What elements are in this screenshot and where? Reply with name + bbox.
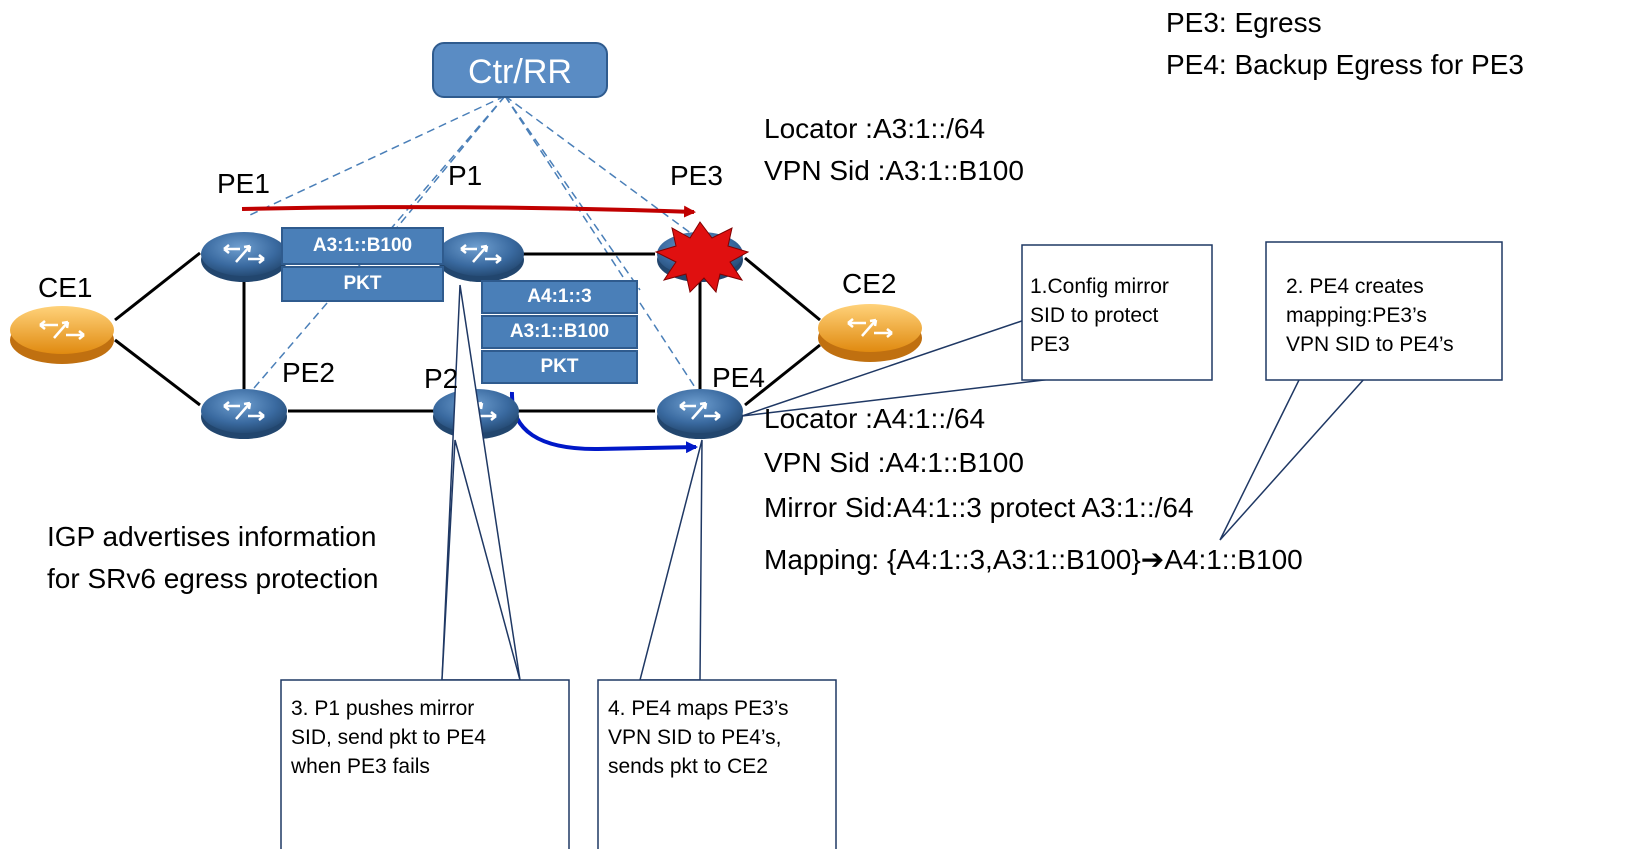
callout-2-line-1: 2. PE4 creates [1286,275,1424,298]
callout-3-line-2: SID, send pkt to PE4 [291,726,486,749]
packet-stack-1-sid: A3:1::B100 [281,227,444,265]
packet-stack-1-payload: PKT [281,266,444,302]
router-pe1-icon [201,232,287,282]
pe4-locator: Locator :A4:1::/64 [764,403,986,434]
primary-path-arrow [241,205,696,218]
router-pe4-icon [657,389,743,439]
link-ce1-pe1 [114,251,201,322]
callout-2-box [1265,241,1503,381]
rr-link-pe3 [504,95,701,241]
pe4-mirror-sid: Mirror Sid:A4:1::3 protect A3:1::/64 [764,492,1194,523]
callout-4-box [597,679,837,849]
callout-4-line-1: 4. PE4 maps PE3’s [608,697,789,720]
mapping-target: A4:1::B100 [1164,544,1303,575]
router-pe2-icon [201,389,287,439]
callout-4-line-3: sends pkt to CE2 [608,755,768,778]
callout-1-line-3: PE3 [1030,333,1070,356]
links [114,251,821,413]
router-p1-icon [438,232,524,282]
callout-1-text: 1.Config mirror SID to protect PE3 [1030,272,1169,359]
pe4-vpn-sid: VPN Sid :A4:1::B100 [764,447,1024,478]
callout-4-line-2: VPN SID to PE4’s, [608,726,782,749]
pe3-locator: Locator :A3:1::/64 [764,113,986,144]
callout-4-text: 4. PE4 maps PE3’s VPN SID to PE4’s, send… [608,694,789,781]
rr-link-pe1 [249,95,506,216]
router-ce1-icon [10,306,114,364]
callout-4-pointer [639,439,703,681]
mapping-source: Mapping: {A4:1::3,A3:1::B100} [764,544,1141,575]
node-label-pe4: PE4 [712,362,765,393]
node-label-ce2: CE2 [842,268,897,299]
mapping-arrow-icon: ➔ [1140,543,1165,576]
callout-1-box [1021,244,1213,381]
callout-2-text: 2. PE4 creates mapping:PE3’s VPN SID to … [1286,272,1454,359]
callout-1-line-2: SID to protect [1030,304,1159,327]
failure-burst-icon [654,221,750,294]
node-label-pe3: PE3 [670,160,723,191]
callout-2-line-2: mapping:PE3’s [1286,304,1427,327]
link-pe4-ce2 [744,343,821,407]
link-pe3-ce2 [744,256,821,322]
packet-stack-2-payload: PKT [481,350,638,384]
pe3-vpn-sid: VPN Sid :A3:1::B100 [764,155,1024,186]
callout-3-line-3: when PE3 fails [291,755,430,778]
role-pe3: PE3: Egress [1166,7,1322,38]
node-label-p1: P1 [448,160,483,191]
callout-1-line-1: 1.Config mirror [1030,275,1169,298]
node-label-pe1: PE1 [217,168,270,199]
callout-3-text: 3. P1 pushes mirror SID, send pkt to PE4… [291,694,486,781]
igp-note-line-2: for SRv6 egress protection [47,563,379,594]
router-ce2-icon [818,304,922,362]
node-label-ce1: CE1 [38,272,93,303]
controller-rr-box: Ctr/RR [432,42,608,98]
igp-note-line-1: IGP advertises information [47,521,377,552]
callout-2-line-3: VPN SID to PE4’s [1286,333,1454,356]
callout-3-box [280,679,570,849]
callout-2-pointer [1219,377,1367,541]
rr-link-p1b [504,95,641,291]
packet-stack-2-vpn-sid: A3:1::B100 [481,315,638,349]
role-pe4: PE4: Backup Egress for PE3 [1166,49,1524,80]
node-label-p2: P2 [424,363,459,394]
pe4-mapping: Mapping: {A4:1::3,A3:1::B100}➔A4:1::B100 [764,539,1303,581]
node-label-pe2: PE2 [282,357,335,388]
link-ce1-pe2 [114,338,201,407]
callout-3-line-1: 3. P1 pushes mirror [291,697,475,720]
packet-stack-2-mirror-sid: A4:1::3 [481,280,638,314]
rr-link-pe4 [504,95,701,396]
